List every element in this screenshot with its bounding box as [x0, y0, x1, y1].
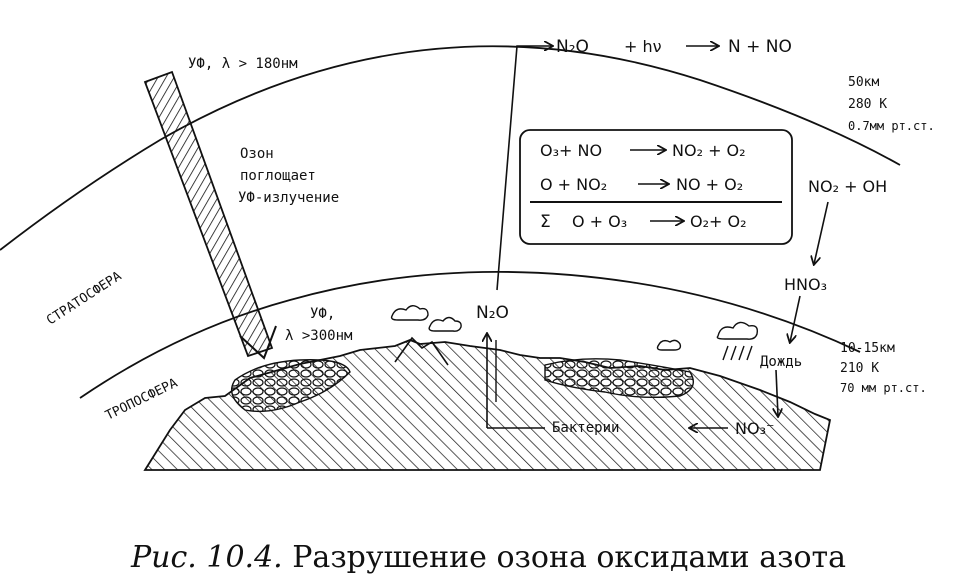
eq1-left: O₃+ NO: [540, 141, 602, 160]
eq3-sigma: Σ: [540, 212, 551, 232]
eq3-left: O + O₃: [572, 212, 627, 231]
eq3-right: O₂+ O₂: [690, 212, 747, 231]
oh-to-hno3-arrow: [814, 201, 829, 264]
eq2-left: O + NO₂: [540, 175, 607, 194]
hno3-to-rain-arrow: [790, 295, 801, 342]
cloud-icon: [390, 305, 429, 321]
stratopause-arc: [0, 45, 901, 251]
cloud-cells-right: [544, 358, 694, 399]
cloud-icon: [656, 339, 682, 351]
uv-low-label-1: УФ,: [310, 306, 335, 322]
n2o-ground-label: N₂O: [476, 303, 509, 323]
alt-low-label-3: 70 мм рт.ст.: [840, 381, 927, 395]
ozone-label-1: Озон: [240, 146, 274, 162]
no3-label: NO₃⁻: [735, 419, 774, 438]
eq1-right: NO₂ + O₂: [672, 141, 746, 160]
reactions-box: [519, 129, 793, 245]
n2o-top-label: N₂O: [556, 37, 589, 57]
troposphere-label: ТРОПОСФЕРА: [103, 376, 180, 424]
ozone-label-2: поглощает: [240, 168, 316, 184]
photolysis-label: + hν: [624, 37, 662, 56]
products-label: N + NO: [728, 37, 792, 57]
figure-caption: Рис. 10.4. Разрушение озона оксидами азо…: [0, 540, 977, 575]
uv-beam: [143, 70, 274, 358]
no2-oh-label: NO₂ + OH: [808, 177, 887, 196]
cloud-icon: [428, 316, 462, 332]
eq2-right: NO + O₂: [676, 175, 743, 194]
caption-prefix: Рис. 10.4.: [130, 540, 283, 575]
mountain-peak: [394, 336, 449, 366]
uv-top-label: УФ, λ > 180нм: [188, 56, 298, 72]
alt-low-label-2: 210 К: [840, 361, 879, 376]
rain-drops-icon: [722, 345, 753, 361]
stratosphere-label: СТРАТОСФЕРА: [44, 269, 125, 329]
uv-beam-arrowhead: [239, 325, 277, 360]
ozone-label-3: УФ-излучение: [238, 190, 339, 206]
caption-text: Разрушение озона оксидами азота: [292, 540, 846, 575]
alt-top-label-1: 50км: [848, 75, 879, 90]
rain-cloud-icon: [716, 321, 759, 340]
uv-low-label-2: λ >300нм: [285, 328, 353, 344]
alt-top-label-3: 0.7мм рт.ст.: [848, 119, 935, 133]
tropopause-arc: [79, 270, 861, 399]
alt-top-label-2: 280 К: [848, 97, 887, 112]
hno3-label: HNO₃: [784, 275, 827, 294]
rain-to-no3-arrow: [776, 369, 778, 416]
n2o-rise-arrow: [496, 46, 552, 291]
rain-label: Дождь: [760, 354, 802, 370]
cloud-cells-left: [231, 359, 351, 413]
bacteria-label: Бактерии: [552, 420, 619, 436]
alt-low-label-1: 10-15км: [840, 341, 895, 356]
